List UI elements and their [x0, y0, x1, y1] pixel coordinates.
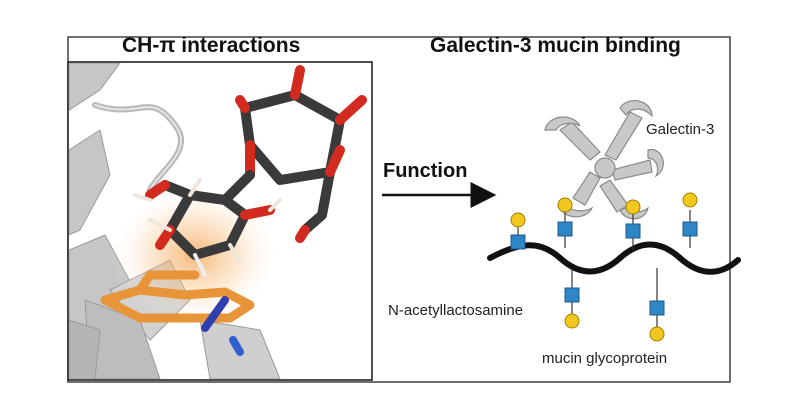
left-title: CH-π interactions	[122, 34, 301, 57]
glycan-chains-up	[517, 210, 691, 250]
mucin-glycoprotein-label: mucin glycoprotein	[542, 350, 668, 367]
galectin-3-shape	[544, 100, 664, 220]
lactose-stick-model	[133, 65, 367, 277]
glycan-up-3	[625, 199, 641, 239]
tryptophan-ring	[100, 270, 255, 323]
n-acetyllactosamine-label: N-acetyllactosamine	[388, 302, 524, 319]
glycan-chains-down	[571, 268, 658, 332]
mucin-backbone	[487, 241, 741, 275]
glycan-down-1	[564, 287, 580, 329]
molecular-panel	[67, 61, 373, 381]
glycan-down-2	[649, 300, 665, 342]
function-label: Function	[383, 160, 468, 182]
galectin-3-label: Galectin-3	[646, 121, 715, 138]
glycan-up-1	[510, 212, 526, 250]
glycan-up-2	[557, 197, 573, 237]
right-title: Galectin-3 mucin binding	[430, 34, 681, 57]
glycan-up-4	[682, 192, 698, 237]
